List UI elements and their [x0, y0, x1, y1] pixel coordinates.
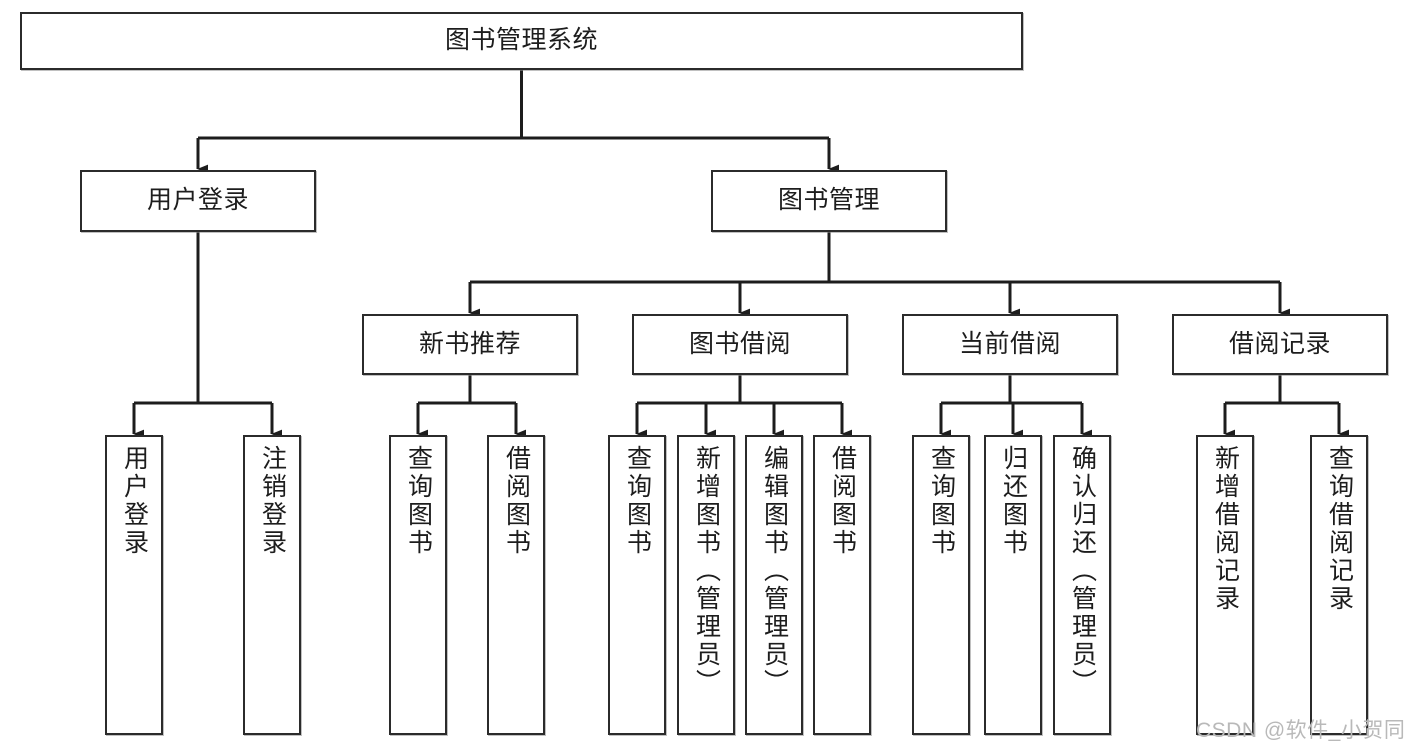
node-label-borrow-edit-book: 编辑图书（管理员）	[760, 445, 789, 697]
node-label-borrow-add-book: 新增图书（管理员）	[692, 445, 721, 697]
node-borrow-add-book[interactable]: 新增图书（管理员）	[677, 435, 735, 735]
node-label-borrow-record: 借阅记录	[1228, 329, 1331, 358]
node-label-borrow-query-book: 查询图书	[623, 445, 652, 557]
node-label-recommend-query-book: 查询图书	[404, 445, 433, 557]
node-label-current-confirm-return: 确认归还（管理员）	[1068, 445, 1097, 697]
node-label-user-logout-leaf: 注销登录	[258, 445, 287, 557]
node-label-user-login-leaf: 用户登录	[120, 445, 149, 557]
node-recommend-borrow-book[interactable]: 借阅图书	[487, 435, 545, 735]
node-label-record-query: 查询借阅记录	[1325, 445, 1354, 613]
node-label-new-book-recommend: 新书推荐	[418, 329, 521, 358]
node-current-confirm-return[interactable]: 确认归还（管理员）	[1053, 435, 1111, 735]
node-label-book-manage: 图书管理	[777, 186, 880, 215]
node-borrow-record[interactable]: 借阅记录	[1172, 314, 1388, 375]
node-current-query-book[interactable]: 查询图书	[912, 435, 970, 735]
node-label-current-query-book: 查询图书	[927, 445, 956, 557]
node-current-return-book[interactable]: 归还图书	[984, 435, 1042, 735]
node-label-recommend-borrow-book: 借阅图书	[502, 445, 531, 557]
node-user-login[interactable]: 用户登录	[80, 170, 316, 232]
node-new-book-recommend[interactable]: 新书推荐	[362, 314, 578, 375]
node-book-manage[interactable]: 图书管理	[711, 170, 947, 232]
node-label-borrow-borrow-book: 借阅图书	[828, 445, 857, 557]
node-book-borrow[interactable]: 图书借阅	[632, 314, 848, 375]
node-label-record-add: 新增借阅记录	[1211, 445, 1240, 613]
node-label-root: 图书管理系统	[444, 26, 598, 55]
node-record-add[interactable]: 新增借阅记录	[1196, 435, 1254, 735]
node-current-borrow[interactable]: 当前借阅	[902, 314, 1118, 375]
node-user-logout-leaf[interactable]: 注销登录	[243, 435, 301, 735]
node-root[interactable]: 图书管理系统	[20, 12, 1023, 70]
node-borrow-edit-book[interactable]: 编辑图书（管理员）	[745, 435, 803, 735]
node-borrow-query-book[interactable]: 查询图书	[608, 435, 666, 735]
node-label-book-borrow: 图书借阅	[688, 329, 791, 358]
node-record-query[interactable]: 查询借阅记录	[1310, 435, 1368, 735]
node-recommend-query-book[interactable]: 查询图书	[389, 435, 447, 735]
node-borrow-borrow-book[interactable]: 借阅图书	[813, 435, 871, 735]
node-label-user-login: 用户登录	[146, 186, 249, 215]
node-label-current-borrow: 当前借阅	[958, 329, 1061, 358]
node-label-current-return-book: 归还图书	[999, 445, 1028, 557]
node-user-login-leaf[interactable]: 用户登录	[105, 435, 163, 735]
